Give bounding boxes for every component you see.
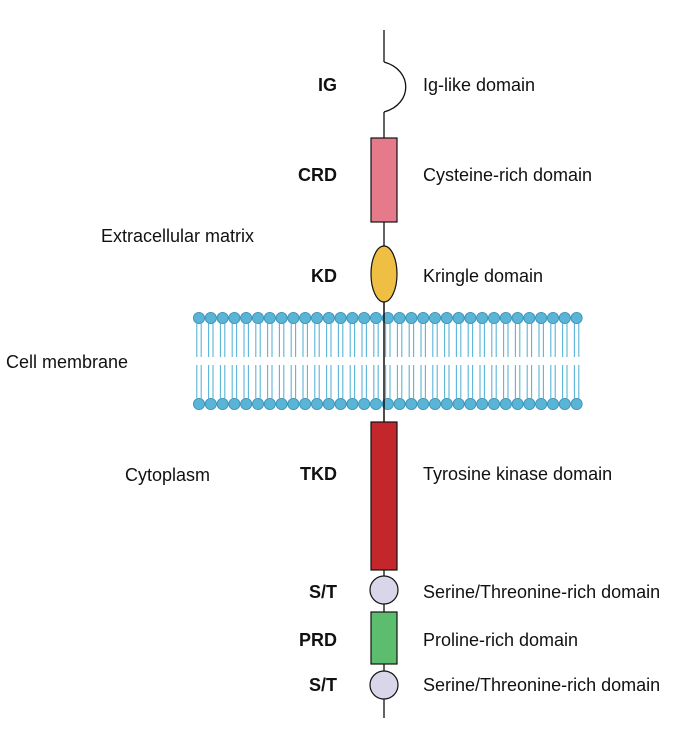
- lipid-heads: [192, 311, 583, 410]
- domain-abbr-ig: IG: [318, 75, 337, 95]
- lipid-head: [393, 397, 406, 410]
- lipid-head: [464, 311, 477, 324]
- lipid-head: [381, 397, 394, 410]
- cell-membrane-label: Cell membrane: [6, 352, 128, 372]
- ig-like-loop: [383, 61, 407, 113]
- lipid-head: [558, 397, 571, 410]
- domain-abbr-crd: CRD: [298, 165, 337, 185]
- lipid-head: [299, 397, 312, 410]
- lipid-head: [452, 397, 465, 410]
- lipid-tails: [196, 323, 580, 399]
- lipid-head: [216, 311, 229, 324]
- lipid-head: [369, 397, 382, 410]
- lipid-head: [228, 311, 241, 324]
- lipid-head: [228, 397, 241, 410]
- lipid-head: [547, 311, 560, 324]
- lipid-head: [381, 311, 394, 324]
- lipid-head: [299, 311, 312, 324]
- lipid-head: [535, 397, 548, 410]
- lipid-head: [322, 311, 335, 324]
- lipid-head: [405, 311, 418, 324]
- lipid-head: [487, 311, 500, 324]
- lipid-head: [334, 311, 347, 324]
- domain-name-ig: Ig-like domain: [423, 75, 535, 95]
- lipid-head: [511, 397, 524, 410]
- lipid-head: [310, 311, 323, 324]
- lipid-head: [275, 397, 288, 410]
- lipid-head: [476, 397, 489, 410]
- lipid-head: [464, 397, 477, 410]
- lipid-head: [417, 397, 430, 410]
- lipid-head: [452, 311, 465, 324]
- lipid-head: [499, 397, 512, 410]
- cytoplasm-label: Cytoplasm: [125, 465, 210, 485]
- lipid-head: [428, 397, 441, 410]
- lipid-head: [417, 311, 430, 324]
- lipid-head: [440, 311, 453, 324]
- domain-abbr-tkd: TKD: [300, 464, 337, 484]
- domain-abbr-kd: KD: [311, 266, 337, 286]
- lipid-head: [334, 397, 347, 410]
- lipid-head: [476, 311, 489, 324]
- lipid-head: [204, 397, 217, 410]
- domain-name-tkd: Tyrosine kinase domain: [423, 464, 612, 484]
- lipid-head: [263, 397, 276, 410]
- domain-abbr-prd: PRD: [299, 630, 337, 650]
- domain-abbr-st-1: S/T: [309, 582, 337, 602]
- lipid-head: [240, 397, 253, 410]
- lipid-head: [358, 311, 371, 324]
- lipid-head: [240, 311, 253, 324]
- domain-name-kd: Kringle domain: [423, 266, 543, 286]
- kringle-domain-shape: [370, 245, 398, 303]
- lipid-head: [204, 311, 217, 324]
- lipid-head: [440, 397, 453, 410]
- lipid-head: [369, 311, 382, 324]
- lipid-head: [251, 397, 264, 410]
- lipid-head: [547, 397, 560, 410]
- extracellular-matrix-label: Extracellular matrix: [101, 226, 254, 246]
- domain-name-st-1: Serine/Threonine-rich domain: [423, 582, 660, 602]
- lipid-head: [405, 397, 418, 410]
- lipid-head: [428, 311, 441, 324]
- lipid-head: [192, 311, 205, 324]
- lipid-head: [511, 311, 524, 324]
- lipid-head: [570, 311, 583, 324]
- serine-threonine-domain-shape-1: [369, 575, 399, 605]
- lipid-head: [393, 311, 406, 324]
- domain-name-prd: Proline-rich domain: [423, 630, 578, 650]
- cysteine-rich-domain-shape: [370, 137, 398, 223]
- lipid-head: [275, 311, 288, 324]
- lipid-head: [558, 311, 571, 324]
- lipid-head: [251, 311, 264, 324]
- lipid-head: [192, 397, 205, 410]
- lipid-head: [346, 311, 359, 324]
- lipid-head: [346, 397, 359, 410]
- tyrosine-kinase-domain-shape: [370, 421, 398, 571]
- lipid-head: [523, 311, 536, 324]
- lipid-head: [216, 397, 229, 410]
- lipid-head: [523, 397, 536, 410]
- lipid-head: [322, 397, 335, 410]
- lipid-head: [499, 311, 512, 324]
- domain-name-crd: Cysteine-rich domain: [423, 165, 592, 185]
- receptor-backbone: [383, 30, 407, 718]
- lipid-head: [310, 397, 323, 410]
- lipid-head: [535, 311, 548, 324]
- lipid-head: [570, 397, 583, 410]
- proline-rich-domain-shape: [370, 611, 398, 665]
- cell-membrane-bilayer: [192, 311, 583, 410]
- serine-threonine-domain-shape-2: [369, 670, 399, 700]
- lipid-head: [287, 397, 300, 410]
- lipid-head: [287, 311, 300, 324]
- domain-name-st-2: Serine/Threonine-rich domain: [423, 675, 660, 695]
- domain-abbr-st-2: S/T: [309, 675, 337, 695]
- lipid-head: [263, 311, 276, 324]
- lipid-head: [358, 397, 371, 410]
- lipid-head: [487, 397, 500, 410]
